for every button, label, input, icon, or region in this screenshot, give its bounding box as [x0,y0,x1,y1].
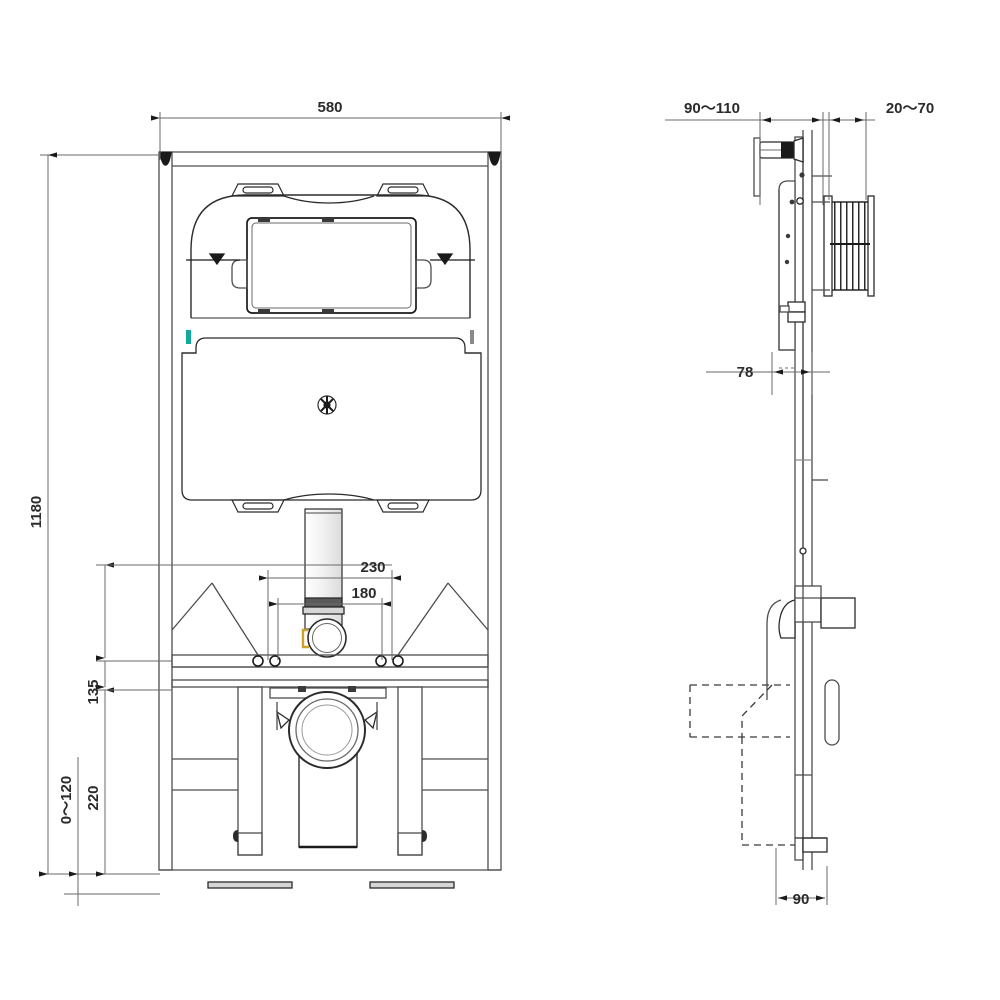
side-view [689,130,875,870]
side-outlet-elbow [766,585,856,853]
dim-label-90-110: 90～110 [684,100,740,117]
dim-90-base [775,848,828,905]
flush-plate-aperture [231,217,432,314]
dim-20-70 [828,112,867,200]
water-level-markers [186,253,475,266]
inlet-valve-assembly [753,137,804,197]
cistern-shell [190,194,471,319]
cross-rail [171,582,489,688]
front-view-dimensions [39,112,510,906]
hidden-pan-outline [689,684,795,846]
dim-label-180: 180 [351,585,376,602]
dim-1180 [39,152,160,877]
dim-label-135: 135 [85,679,102,704]
dim-220 [96,687,172,877]
flush-pipe [302,508,345,630]
cistern-body [181,330,482,501]
upper-mount-tabs [231,183,430,204]
dim-label-220: 220 [85,785,102,810]
bellows-conduit [812,195,875,297]
adjustable-legs [172,686,488,889]
dim-label-1180: 1180 [28,496,45,529]
side-cistern-profile [778,172,806,369]
front-dimension-labels: 580 1180 0～120 220 135 230 180 [28,99,386,824]
service-cap [317,395,337,415]
side-view-dimensions [665,112,875,905]
dim-label-230: 230 [360,559,385,576]
top-hanger-hooks [159,151,501,166]
dim-580 [151,112,510,160]
dim-230 [259,570,401,660]
dim-label-580: 580 [317,99,342,116]
dim-label-78: 78 [737,364,754,381]
dim-78 [706,352,830,395]
front-view [158,151,502,889]
flush-elbow-connector [301,618,347,658]
dim-label-20-70: 20～70 [886,100,934,117]
dim-label-0-120: 0～120 [58,776,75,824]
side-dimension-labels: 90～110 20～70 78 90 [684,100,934,908]
dim-label-90-base: 90 [793,891,810,908]
dim-0-120 [64,757,160,906]
side-back-rail [794,130,813,870]
soil-outlet-pipe [269,686,387,849]
lower-mount-tabs [231,493,430,513]
dim-180 [269,598,391,660]
dim-135-upper [96,562,392,661]
dim-135 [96,660,172,690]
